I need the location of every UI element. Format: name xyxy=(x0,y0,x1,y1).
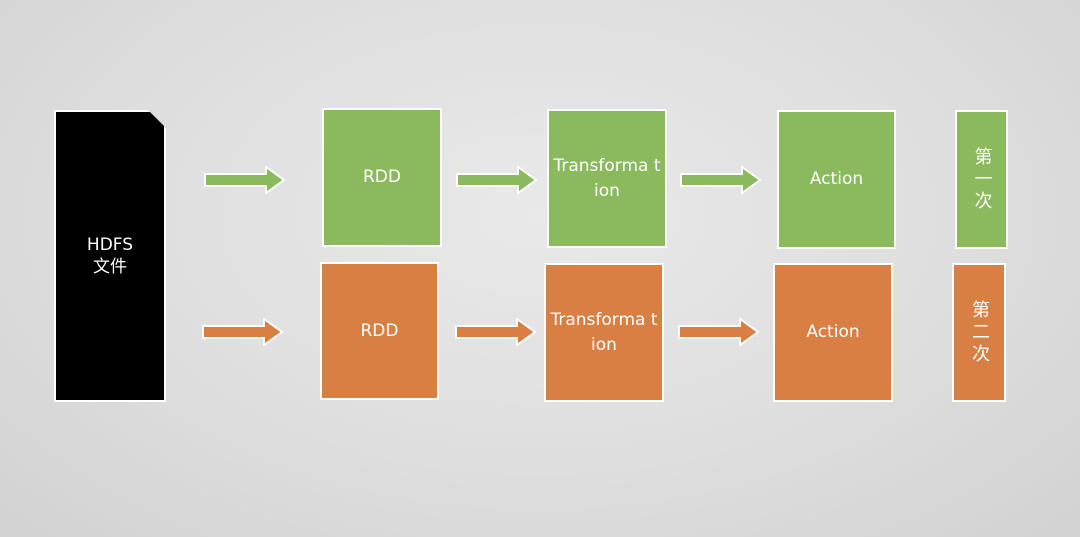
transformation-box-2: Transforma tion xyxy=(544,263,664,402)
rdd-box-2: RDD xyxy=(320,262,439,400)
round-box-1: 第一次 xyxy=(955,110,1008,249)
action-box-1: Action xyxy=(777,110,896,249)
transformation-label-2: Transforma tion xyxy=(550,309,658,355)
round-label-1: 第一次 xyxy=(971,146,993,213)
arrow-icon xyxy=(455,318,537,346)
arrow-icon xyxy=(202,318,284,346)
rdd-label-1: RDD xyxy=(363,167,401,187)
hdfs-label: HDFS xyxy=(86,235,134,255)
file-label: 文件 xyxy=(93,257,127,277)
action-label-1: Action xyxy=(809,169,864,189)
arrow-icon xyxy=(678,318,760,346)
round-label-2: 第二次 xyxy=(969,299,990,366)
rdd-label-2: RDD xyxy=(360,320,399,341)
action-box-2: Action xyxy=(773,263,893,402)
arrow-icon xyxy=(456,166,538,194)
hdfs-file-block: HDFS 文件 xyxy=(54,110,166,402)
transformation-box-1: Transforma tion xyxy=(547,109,667,248)
arrow-icon xyxy=(680,166,762,194)
action-label-2: Action xyxy=(806,322,860,342)
rdd-box-1: RDD xyxy=(322,108,442,247)
arrow-icon xyxy=(204,166,286,194)
transformation-label-1: Transforma tion xyxy=(553,155,661,201)
round-box-2: 第二次 xyxy=(952,263,1006,402)
